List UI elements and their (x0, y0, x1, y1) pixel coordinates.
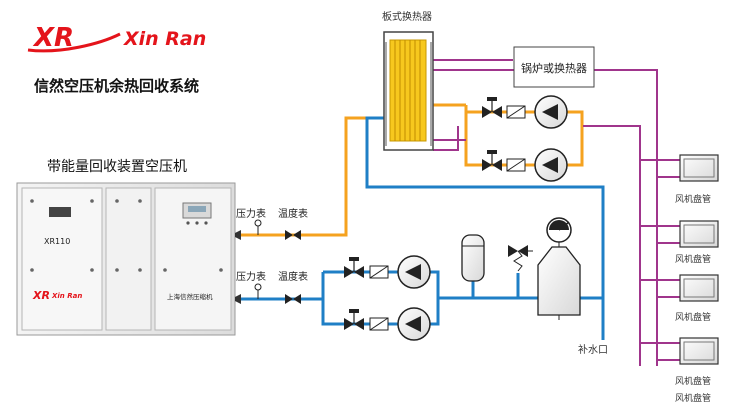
fan-coil-unit: 风机盘管 (675, 154, 719, 205)
brand-logo: XR Xin Ran (27, 23, 206, 53)
fan-coil-label: 风机盘管 (675, 311, 711, 323)
heating-supply-riser (594, 69, 658, 366)
fan-coil-label: 风机盘管 (675, 193, 711, 205)
compressor-panel-middle (105, 187, 152, 331)
panel-logo-name: Xin Ran (51, 292, 82, 300)
water-pump-set-upper (344, 255, 431, 289)
fan-coil-label: 风机盘管 (675, 392, 711, 404)
temp-gauge-label-top: 温度表 (278, 207, 308, 220)
gauges-top (254, 219, 301, 240)
fan-coil-units: 风机盘管 风机盘管 风机盘管 风机盘管 风机盘管 (675, 154, 719, 404)
water-tank (537, 217, 581, 320)
makeup-water-label: 补水口 (578, 343, 608, 356)
plate-heat-exchanger (383, 31, 434, 151)
compressor-model: XR110 (44, 237, 70, 246)
fan-coil-label: 风机盘管 (675, 375, 711, 387)
compressor-heading: 带能量回收装置空压机 (47, 159, 187, 175)
boiler-box: 锅炉或换热器 (513, 46, 595, 88)
air-compressor: XR110 XR Xin Ran 上海信然压缩机 (16, 182, 236, 336)
heating-pipes (433, 59, 680, 366)
heating-return-riser (583, 125, 641, 366)
boiler-label: 锅炉或换热器 (521, 61, 587, 75)
oil-pump-set-upper (482, 95, 568, 129)
gauges-bottom (254, 283, 301, 304)
heat-exchanger-label: 板式换热器 (382, 10, 432, 23)
pressure-gauge-label-top: 压力表 (236, 207, 266, 220)
panel-logo-mark: XR (32, 289, 50, 302)
water-pump-set-lower (344, 307, 431, 341)
controller-screen (188, 206, 206, 212)
pressure-gauge-label-bottom: 压力表 (236, 270, 266, 283)
maker-plate: 上海信然压缩机 (167, 292, 213, 301)
fan-coil-unit: 风机盘管 (675, 274, 719, 323)
fan-coil-unit: 风机盘管 (675, 220, 719, 265)
logo-name: Xin Ran (123, 28, 206, 50)
system-title: 信然空压机余热回收系统 (34, 77, 199, 95)
compressor-vent (49, 207, 71, 217)
compressor-outlets (235, 230, 241, 304)
safety-valve (508, 245, 533, 272)
expansion-tank (461, 234, 485, 282)
fan-coil-label: 风机盘管 (675, 253, 711, 265)
oil-pump-set-lower (482, 148, 568, 182)
fan-coil-unit: 风机盘管 (675, 337, 719, 387)
logo-swoosh (27, 32, 121, 53)
temp-gauge-label-bottom: 温度表 (278, 270, 308, 283)
oil-pump-loop (464, 105, 584, 167)
